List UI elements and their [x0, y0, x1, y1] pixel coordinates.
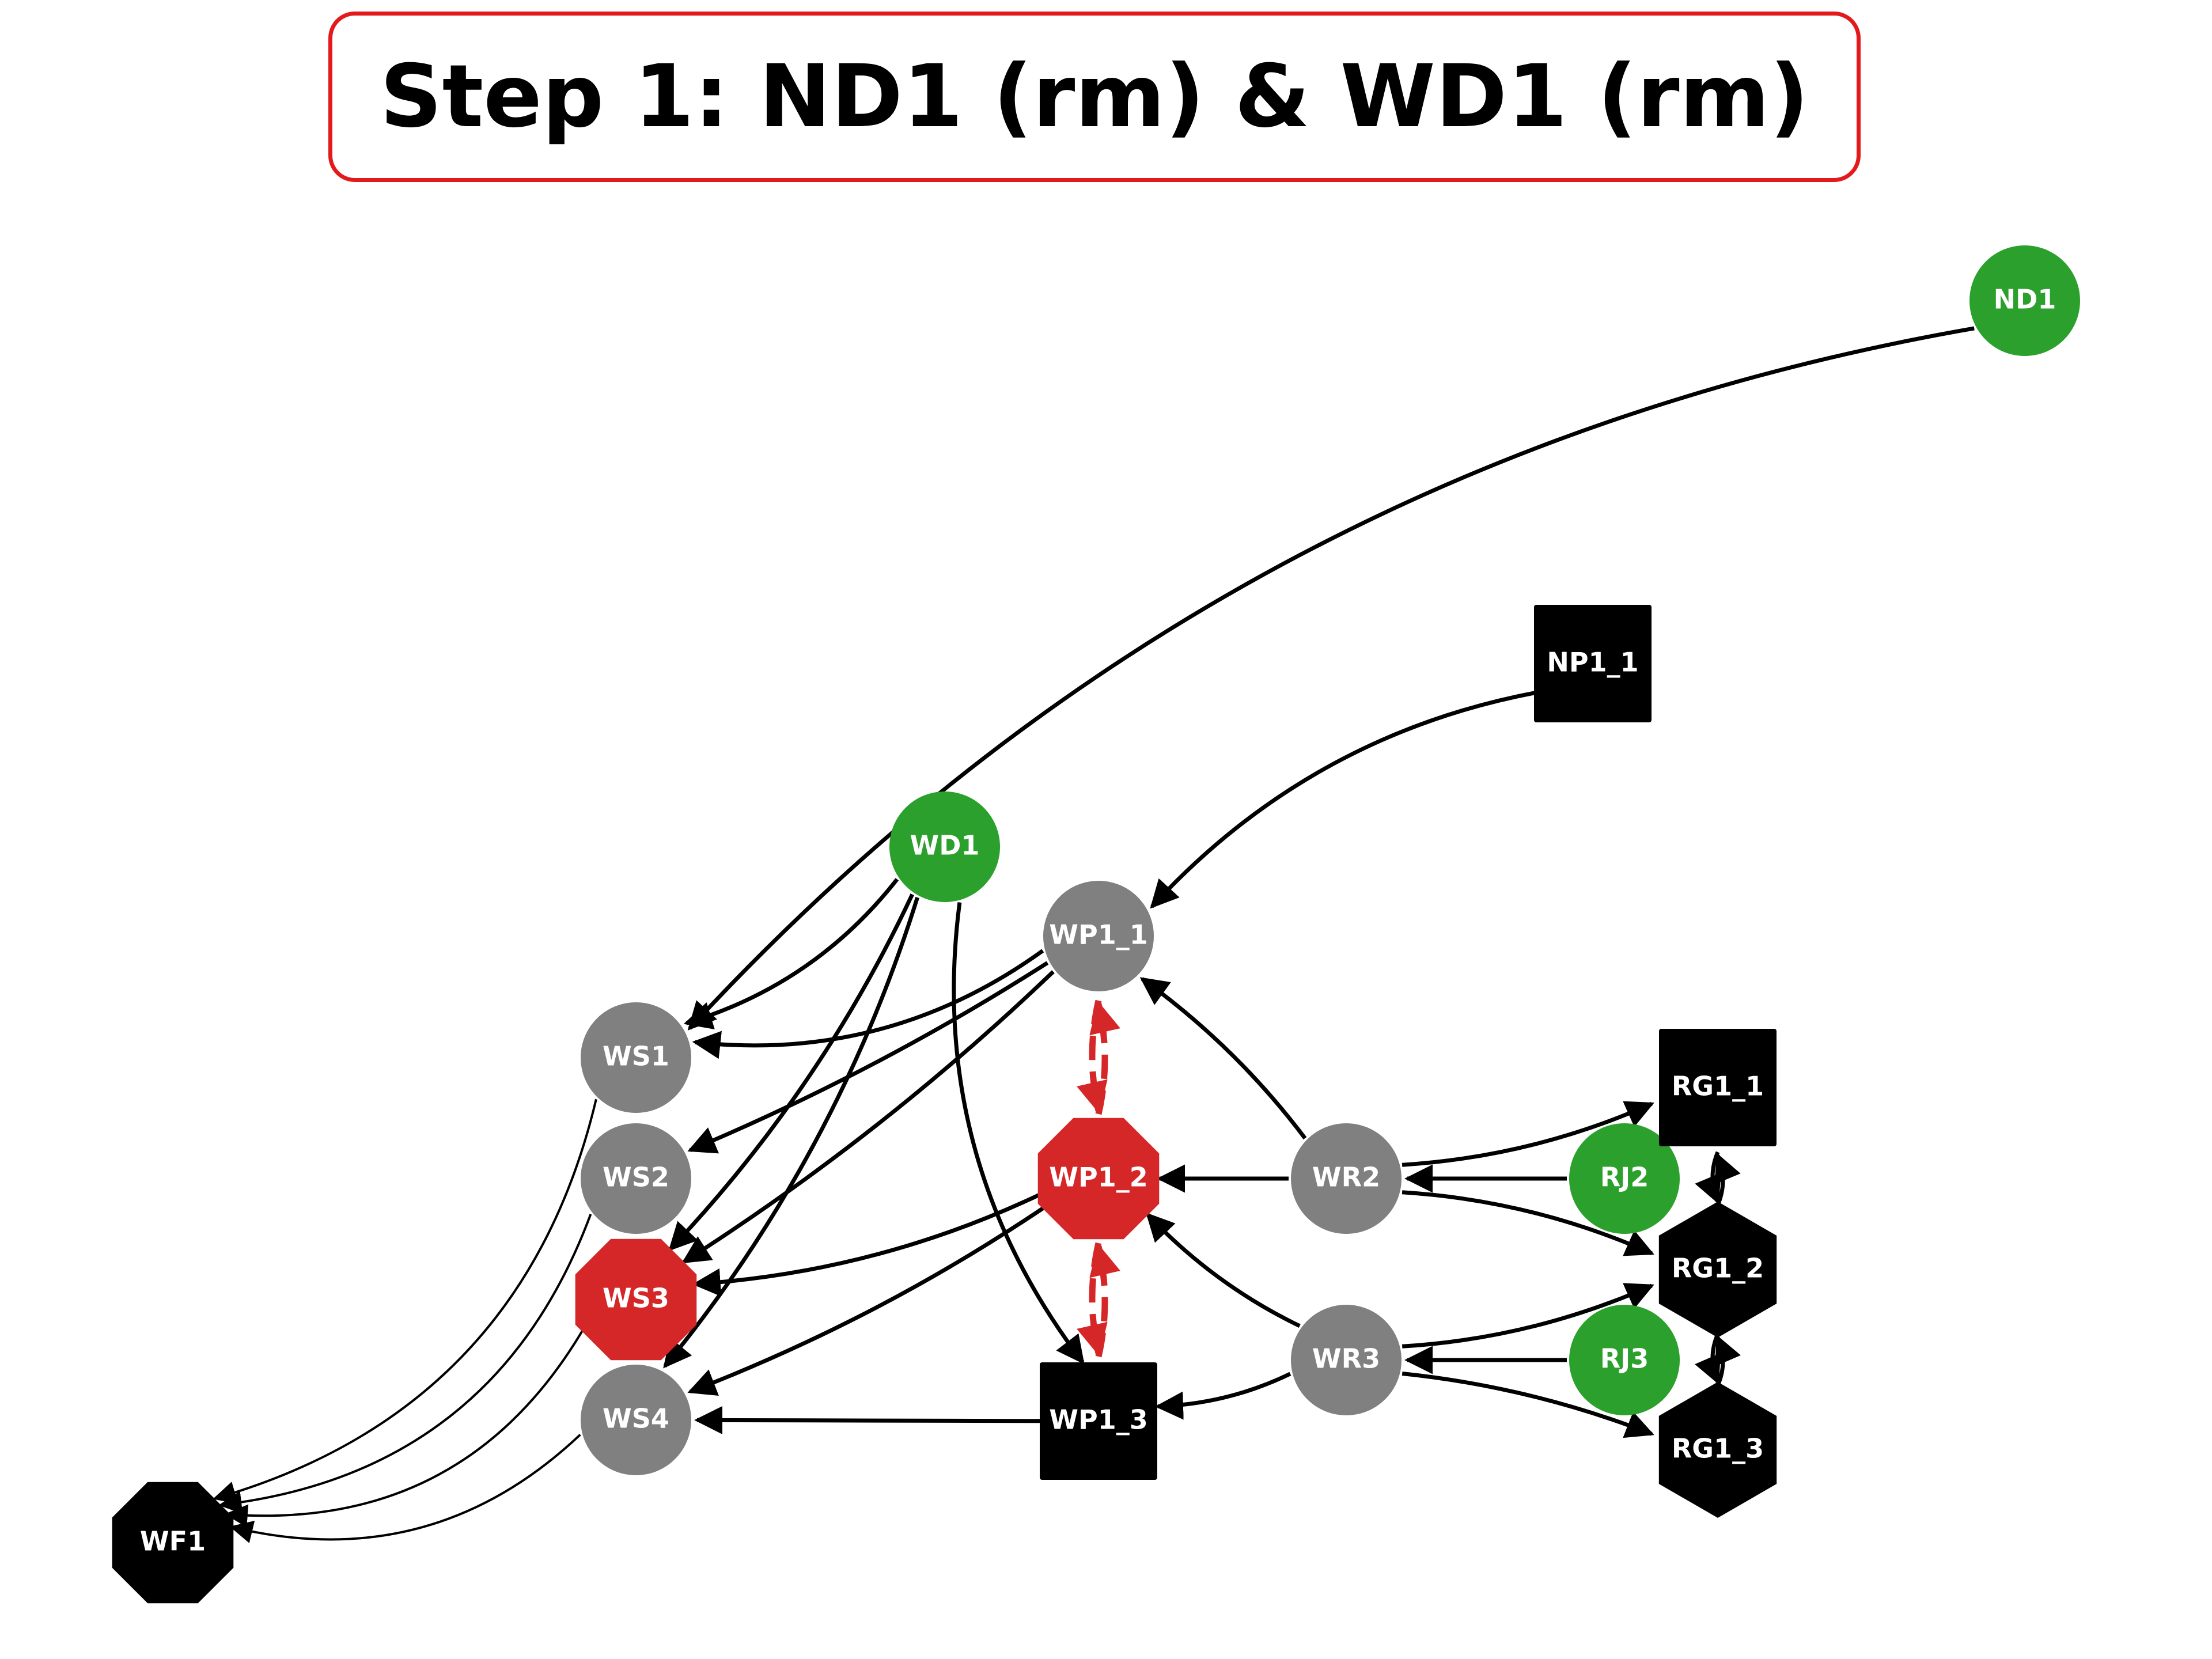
edge-ws4-to-wf1 — [229, 1434, 581, 1543]
node-wp1-3: WP1_3 — [1040, 1362, 1157, 1480]
node-label: WR2 — [1312, 1162, 1380, 1193]
node-shape — [1658, 1202, 1777, 1338]
node-shape — [1040, 1362, 1157, 1480]
edge-wd1-to-ws3 — [668, 893, 914, 1251]
edge-rg1_3-to-rg1_2 — [1715, 1335, 1741, 1387]
node-shape — [575, 1238, 697, 1361]
edge-wp1_2-to-wp1_3 — [1077, 1242, 1108, 1357]
edge-wp1_3-to-ws4 — [694, 1406, 1041, 1434]
edge-wd1-to-ws4 — [663, 896, 919, 1369]
edge-wp1_2-to-wp1_1 — [1089, 1001, 1120, 1115]
node-wr3: WR3 — [1291, 1305, 1402, 1415]
edge-wp1_1-to-ws2 — [687, 961, 1049, 1154]
node-rg1-3: RG1_3 — [1658, 1382, 1777, 1518]
edge-wp1_1-to-ws1 — [692, 949, 1044, 1059]
node-shape — [1659, 1029, 1777, 1146]
node-wd1: WD1 — [889, 791, 1000, 902]
edge-wp1_2-to-ws4 — [687, 1203, 1049, 1396]
edge-wr3-to-wp1_3 — [1155, 1372, 1291, 1420]
node-label: WS3 — [603, 1283, 669, 1314]
node-label: RJ2 — [1600, 1162, 1649, 1193]
edge-np1_1-to-wp1_1 — [1150, 689, 1543, 909]
node-shape — [889, 791, 1000, 902]
edge-wp1_1-to-wp1_2 — [1077, 999, 1108, 1114]
node-rj3: RJ3 — [1569, 1305, 1680, 1415]
node-label: WP1_3 — [1049, 1404, 1147, 1435]
node-label: RG1_3 — [1672, 1433, 1764, 1464]
diagram-title: Step 1: ND1 (rm) & WD1 (rm) — [380, 47, 1809, 147]
edge-wd1-to-wp1_3 — [952, 902, 1085, 1365]
node-np1-1: NP1_1 — [1534, 605, 1652, 722]
edges-layer — [213, 326, 1975, 1543]
edge-wr2-to-wp1_1 — [1139, 977, 1307, 1140]
node-shape — [1969, 245, 2080, 356]
node-shape — [581, 1365, 691, 1475]
node-label: NP1_1 — [1547, 647, 1638, 678]
edge-wp1_2-to-ws3 — [692, 1191, 1044, 1297]
node-shape — [581, 1123, 691, 1234]
edge-nd1-to-ws1 — [687, 326, 1975, 1031]
node-shape — [1569, 1305, 1680, 1415]
node-ws4: WS4 — [581, 1365, 691, 1475]
node-label: ND1 — [1994, 284, 2056, 315]
node-label: WP1_1 — [1049, 919, 1147, 950]
node-shape — [1534, 605, 1652, 722]
node-rj2: RJ2 — [1569, 1123, 1680, 1234]
node-label: WS1 — [603, 1041, 669, 1072]
node-shape — [1658, 1382, 1777, 1518]
node-wp1-2: WP1_2 — [1037, 1118, 1160, 1240]
node-wf1: WF1 — [112, 1482, 234, 1604]
node-wp1-1: WP1_1 — [1043, 881, 1154, 991]
node-shape — [1291, 1305, 1402, 1415]
node-label: WS2 — [603, 1162, 669, 1193]
node-shape — [581, 1002, 691, 1113]
node-shape — [1043, 881, 1154, 991]
node-nd1: ND1 — [1969, 245, 2080, 356]
node-label: WF1 — [140, 1526, 206, 1557]
node-shape — [112, 1482, 234, 1604]
edge-wr3-to-wp1_2 — [1146, 1213, 1301, 1328]
node-shape — [1037, 1118, 1160, 1240]
edge-rg1_2-to-rg1_3 — [1694, 1333, 1721, 1385]
node-shape — [1569, 1123, 1680, 1234]
edge-wr2-to-rg1_1 — [1402, 1101, 1654, 1167]
edge-rg1_2-to-rg1_1 — [1714, 1153, 1741, 1206]
node-label: WR3 — [1312, 1343, 1380, 1374]
node-label: WS4 — [603, 1403, 669, 1434]
node-rg1-2: RG1_2 — [1658, 1202, 1777, 1338]
edge-wp1_1-to-ws3 — [681, 970, 1055, 1264]
edge-wr3-to-rg1_3 — [1402, 1372, 1654, 1438]
node-ws1: WS1 — [581, 1002, 691, 1113]
edge-wr3-to-rg1_2 — [1402, 1283, 1654, 1349]
edge-ws2-to-wf1 — [218, 1214, 592, 1514]
edge-ws1-to-wf1 — [213, 1099, 597, 1504]
node-ws3: WS3 — [575, 1238, 697, 1361]
edge-rg1_1-to-rg1_2 — [1695, 1151, 1721, 1205]
edge-wp1_3-to-wp1_2 — [1089, 1243, 1120, 1358]
node-label: WD1 — [910, 830, 980, 861]
edge-wr2-to-rg1_2 — [1402, 1190, 1654, 1256]
node-wr2: WR2 — [1291, 1123, 1402, 1234]
edge-wd1-to-ws1 — [683, 878, 899, 1029]
node-label: WP1_2 — [1049, 1162, 1147, 1193]
node-ws2: WS2 — [581, 1123, 691, 1234]
node-shape — [1291, 1123, 1402, 1234]
node-label: RG1_1 — [1672, 1071, 1764, 1102]
node-label: RG1_2 — [1672, 1253, 1764, 1284]
node-label: RJ3 — [1600, 1343, 1649, 1374]
edge-ws3-to-wf1 — [224, 1325, 586, 1528]
node-rg1-1: RG1_1 — [1659, 1029, 1777, 1146]
title-box: Step 1: ND1 (rm) & WD1 (rm) — [328, 12, 1861, 182]
